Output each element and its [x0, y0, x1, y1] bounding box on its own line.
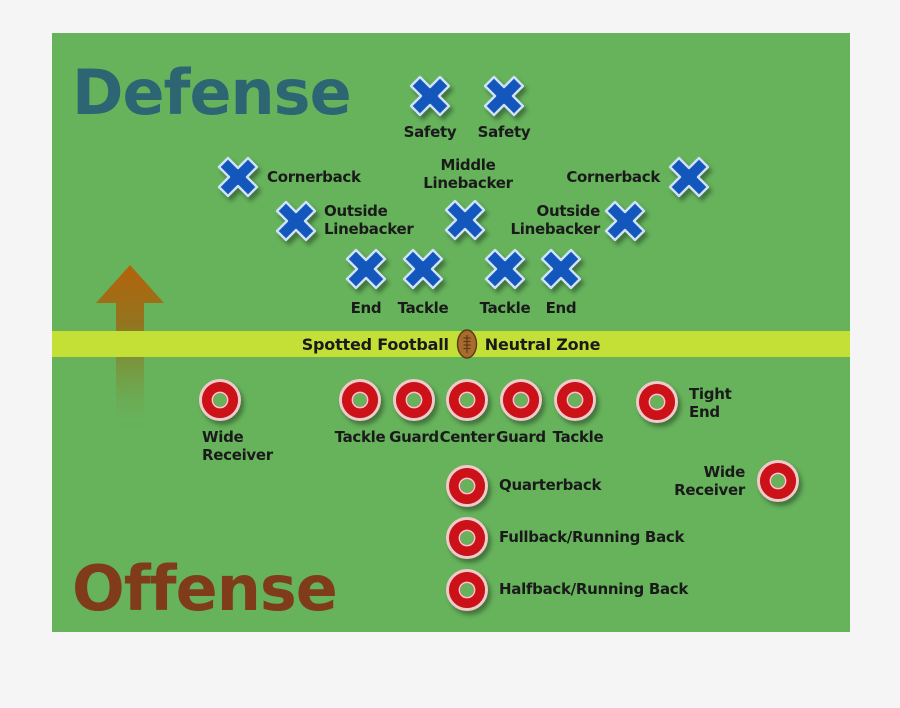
player-label-safety-left: Safety	[403, 123, 457, 141]
player-label-left-guard: Guard	[389, 428, 439, 446]
player-label-defensive-tackle-right: Tackle	[479, 299, 531, 317]
player-marker-right-guard[interactable]	[498, 377, 544, 423]
player-marker-defensive-tackle-left[interactable]	[400, 246, 446, 292]
player-marker-right-tackle[interactable]	[552, 377, 598, 423]
player-marker-center[interactable]	[444, 377, 490, 423]
player-marker-tight-end[interactable]	[634, 379, 680, 425]
player-marker-outside-linebacker-right[interactable]	[602, 198, 648, 244]
player-label-safety-right: Safety	[477, 123, 531, 141]
neutral-zone-band: Spotted Football Neutral Zone	[52, 329, 850, 359]
player-label-left-tackle: Tackle	[334, 428, 386, 446]
player-marker-left-guard[interactable]	[391, 377, 437, 423]
player-label-cornerback-left: Cornerback	[267, 168, 361, 186]
player-label-right-guard: Guard	[496, 428, 546, 446]
player-label-defensive-end-left: End	[350, 299, 382, 317]
player-label-center: Center	[439, 428, 495, 446]
player-marker-safety-right[interactable]	[481, 73, 527, 119]
player-marker-wide-receiver-left[interactable]	[197, 377, 243, 423]
defense-heading: Defense	[72, 56, 352, 129]
player-marker-safety-left[interactable]	[407, 73, 453, 119]
player-marker-outside-linebacker-left[interactable]	[273, 198, 319, 244]
player-marker-defensive-tackle-right[interactable]	[482, 246, 528, 292]
spotted-football-label: Spotted Football	[301, 334, 449, 354]
player-marker-cornerback-left[interactable]	[215, 154, 261, 200]
player-label-defensive-end-right: End	[545, 299, 577, 317]
player-marker-wide-receiver-right[interactable]	[755, 458, 801, 504]
player-marker-left-tackle[interactable]	[337, 377, 383, 423]
player-label-quarterback: Quarterback	[499, 476, 602, 494]
player-marker-defensive-end-left[interactable]	[343, 246, 389, 292]
player-label-right-tackle: Tackle	[552, 428, 604, 446]
player-marker-middle-linebacker[interactable]	[442, 197, 488, 243]
player-label-cornerback-right: Cornerback	[566, 168, 660, 186]
player-label-defensive-tackle-left: Tackle	[397, 299, 449, 317]
player-marker-halfback[interactable]	[444, 567, 490, 613]
player-marker-quarterback[interactable]	[444, 463, 490, 509]
neutral-zone-label: Neutral Zone	[484, 334, 601, 354]
player-label-halfback: Halfback/Running Back	[499, 580, 689, 598]
player-marker-cornerback-right[interactable]	[666, 154, 712, 200]
player-marker-fullback[interactable]	[444, 515, 490, 561]
player-marker-defensive-end-right[interactable]	[538, 246, 584, 292]
offense-heading: Offense	[72, 552, 338, 625]
player-label-fullback: Fullback/Running Back	[499, 528, 685, 546]
football-icon	[456, 329, 477, 359]
